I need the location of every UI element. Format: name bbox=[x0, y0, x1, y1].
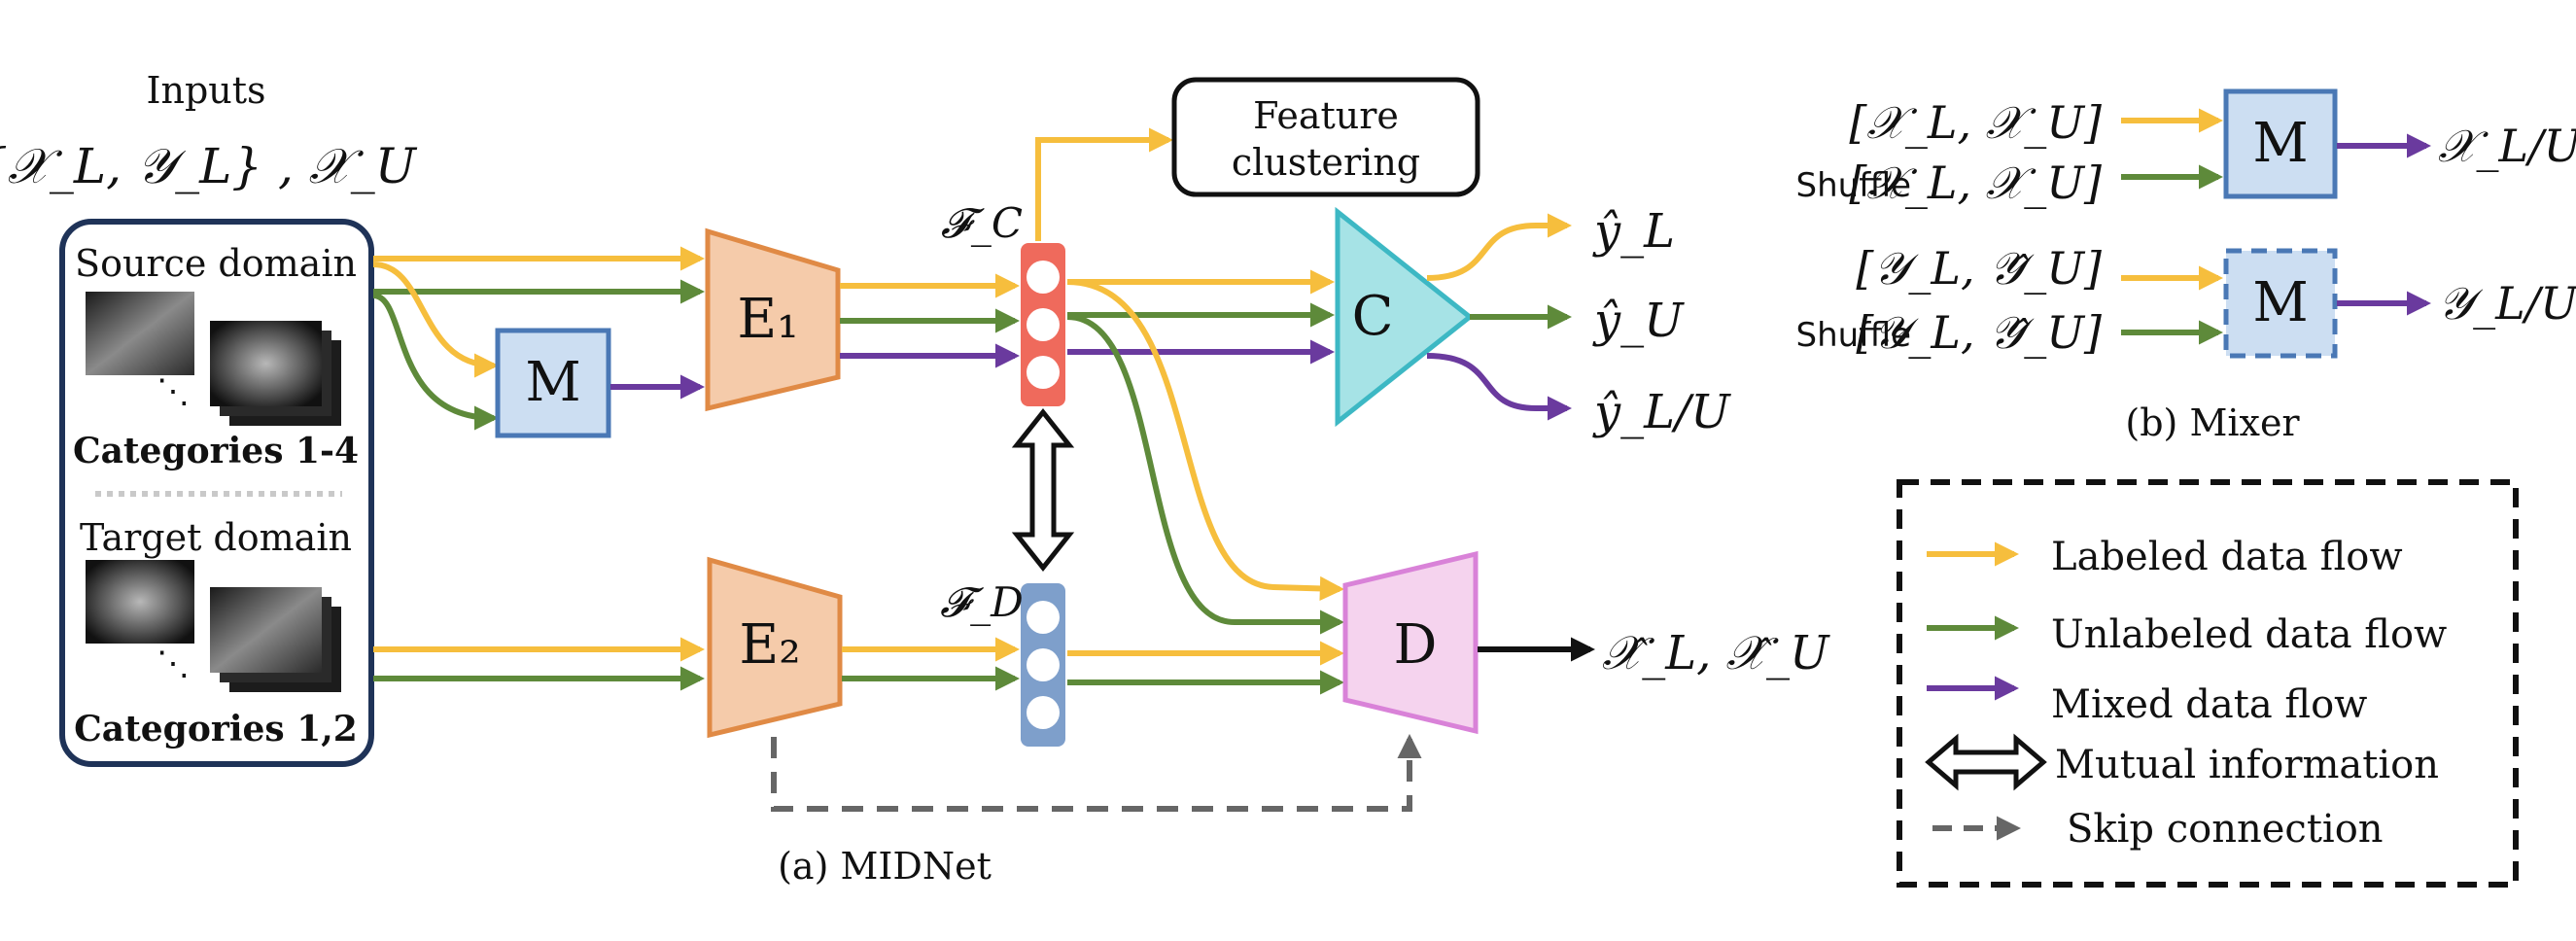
double-arrow-icon bbox=[1925, 733, 2047, 791]
classifier-c bbox=[1335, 206, 1475, 428]
inputs-formula: {𝒳_L, 𝒴_L} , 𝒳_U bbox=[0, 138, 418, 194]
source-ellipsis: ⋱ bbox=[157, 372, 190, 411]
feature-node bbox=[1027, 696, 1060, 729]
output-ylu: ŷ_L/U bbox=[1592, 385, 1731, 439]
encoder-e1 bbox=[705, 227, 841, 412]
legend-mutual: Mutual information bbox=[2055, 743, 2439, 787]
fc-label: 𝓕_C bbox=[941, 199, 1023, 247]
panel-a-caption: (a) MIDNet bbox=[778, 845, 992, 888]
output-yl: ŷ_L bbox=[1592, 204, 1675, 259]
flow-fc-clustering bbox=[1035, 127, 1174, 241]
legend-skip: Skip connection bbox=[2067, 807, 2384, 852]
flow-source-unlabeled-mixer bbox=[372, 293, 500, 431]
thumbnail-image-icon bbox=[210, 321, 341, 426]
encoder-e2-label: E₂ bbox=[739, 613, 800, 677]
feature-node bbox=[1027, 308, 1060, 341]
mixer-label: M bbox=[525, 351, 580, 414]
skip-connection bbox=[771, 733, 1422, 812]
inputs-title: Inputs bbox=[146, 69, 265, 112]
mixer-b2-block bbox=[2223, 248, 2338, 359]
mixer-row2-input2: [𝒴_L, 𝒴̂_U] bbox=[1856, 306, 2102, 359]
flow-c-ylu bbox=[1426, 353, 1573, 421]
target-domain-label: Target domain bbox=[80, 516, 352, 559]
decoder-d bbox=[1342, 550, 1479, 735]
mixer-row1-input2: [𝒳_L, 𝒳_U] bbox=[1849, 157, 2102, 209]
thumbnail-image-icon bbox=[86, 292, 194, 375]
fd-label: 𝓕_D bbox=[940, 578, 1024, 626]
thumbnail-image-icon bbox=[210, 587, 341, 692]
legend-unlabeled: Unlabeled data flow bbox=[2051, 612, 2447, 657]
feature-node bbox=[1027, 261, 1060, 294]
output-x: 𝒳̂_L, 𝒳̂_U bbox=[1602, 626, 1830, 680]
decoder-label: D bbox=[1394, 613, 1438, 677]
feature-clustering-box bbox=[1171, 77, 1480, 197]
mixer-row1-input1: [𝒳_L, 𝒳_U] bbox=[1849, 96, 2102, 149]
mixer-row2-input1: [𝒴_L, 𝒴̂_U] bbox=[1856, 242, 2102, 295]
encoder-e2 bbox=[707, 556, 843, 739]
flow-fc-d-unlabeled bbox=[1066, 314, 1345, 635]
mixer-row1-shuffle: Shuffle bbox=[1796, 166, 1911, 205]
mixer-b1-label: M bbox=[2252, 112, 2308, 175]
legend-labeled: Labeled data flow bbox=[2051, 535, 2403, 579]
mixer-block bbox=[495, 328, 611, 438]
flow-c-yl bbox=[1426, 213, 1573, 281]
panel-b-caption: (b) Mixer bbox=[2125, 401, 2300, 444]
feature-node bbox=[1027, 356, 1060, 389]
target-ellipsis: ⋱ bbox=[157, 645, 190, 683]
thumbnail-image-icon bbox=[86, 560, 194, 644]
source-domain-label: Source domain bbox=[75, 242, 357, 285]
legend-mixed: Mixed data flow bbox=[2051, 682, 2367, 727]
double-arrow-icon bbox=[1011, 407, 1075, 573]
target-categories-label: Categories 1,2 bbox=[74, 709, 358, 749]
mixer-row1-output: 𝒳_L/U bbox=[2438, 120, 2576, 172]
feature-clustering-line2: clustering bbox=[1232, 141, 1420, 184]
output-yu: ŷ_U bbox=[1592, 294, 1685, 348]
classifier-label: C bbox=[1352, 285, 1394, 348]
encoder-e1-label: E₁ bbox=[737, 288, 798, 351]
mixer-b1-block bbox=[2223, 88, 2338, 199]
mixer-row2-output: 𝒴_L/U bbox=[2438, 277, 2576, 330]
flow-fc-d-labeled bbox=[1066, 279, 1345, 602]
feature-node bbox=[1027, 601, 1060, 634]
mixer-b2-label: M bbox=[2252, 271, 2308, 334]
flow-source-labeled-mixer bbox=[372, 261, 500, 378]
feature-clustering-line1: Feature bbox=[1253, 94, 1399, 137]
mixer-row2-shuffle: Shuffle bbox=[1796, 316, 1911, 355]
feature-node bbox=[1027, 648, 1060, 681]
source-categories-label: Categories 1-4 bbox=[73, 431, 359, 471]
